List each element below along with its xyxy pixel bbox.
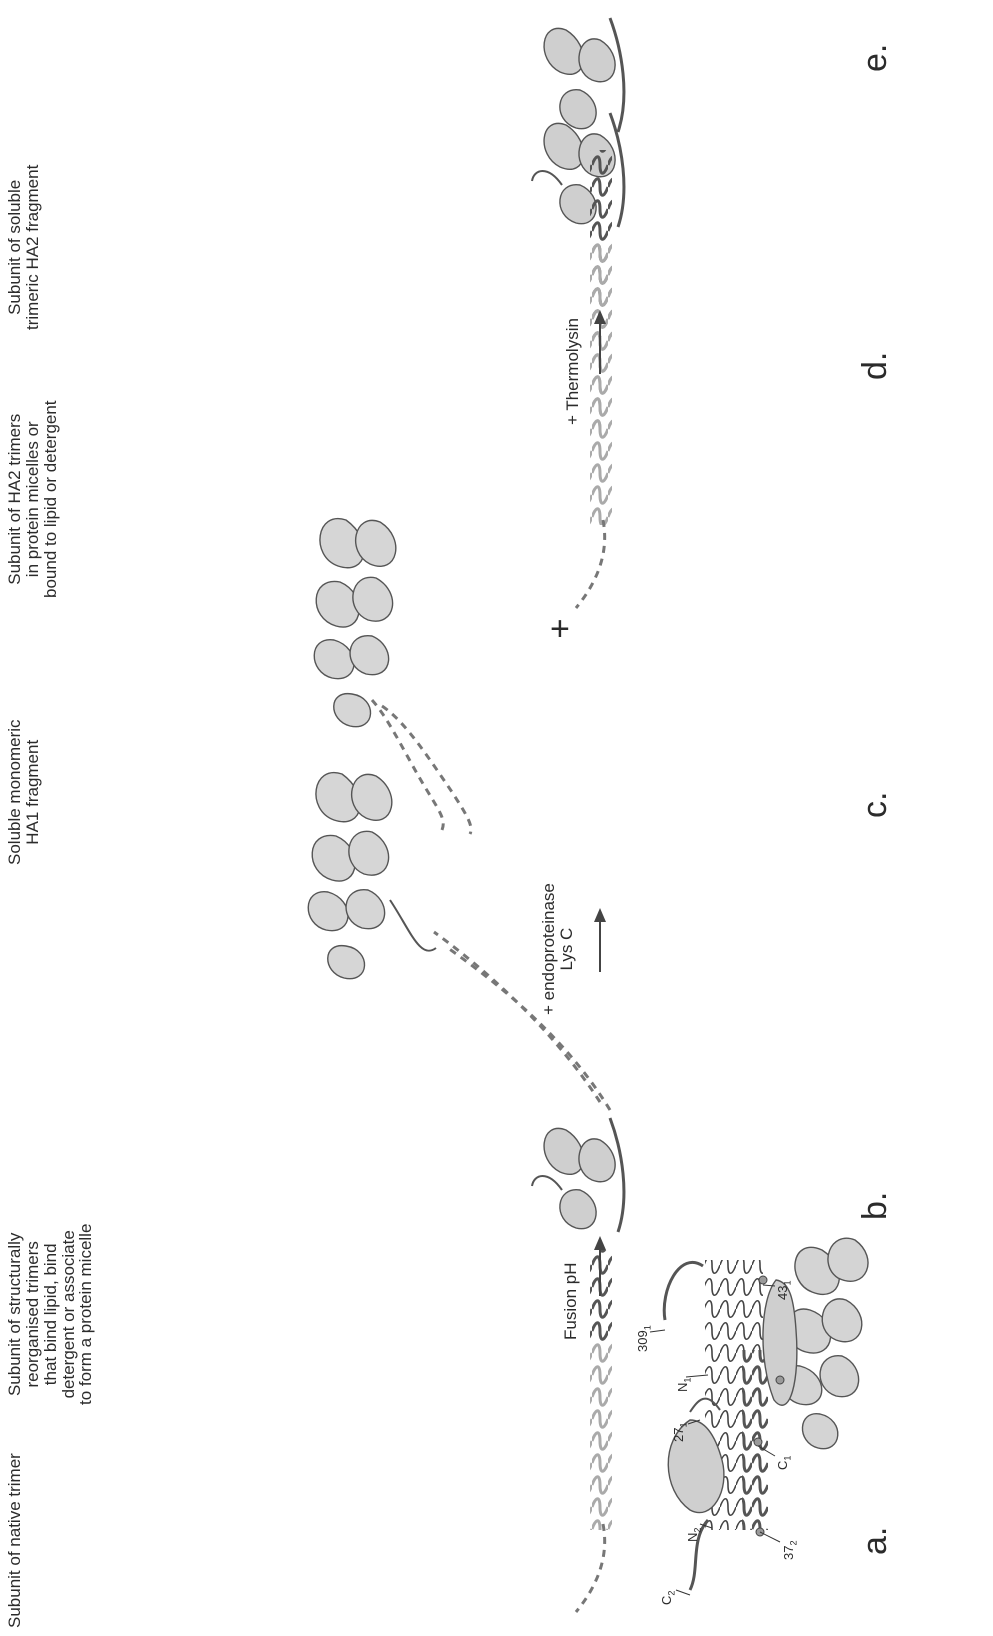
residue-n1-text: N bbox=[675, 1383, 690, 1392]
residue-n1: N1 bbox=[676, 1378, 693, 1392]
caption-b-line-4: detergent or associate bbox=[60, 1224, 78, 1405]
panel-e-label: e. bbox=[856, 44, 894, 72]
residue-43: 431 bbox=[776, 1280, 793, 1300]
panel-letter-d: d. bbox=[858, 352, 894, 380]
caption-b: Subunit of structurally reorganised trim… bbox=[6, 1224, 95, 1405]
residue-309-text: 309 bbox=[635, 1330, 650, 1352]
lys-c-label: Lys C bbox=[558, 883, 576, 1015]
residue-27-sub: 1 bbox=[679, 1422, 689, 1427]
caption-e: Subunit of soluble trimeric HA2 fragment bbox=[6, 165, 42, 330]
panel-letter-a: a. bbox=[858, 1527, 894, 1555]
caption-b-line-2: reorganised trimers bbox=[24, 1224, 42, 1405]
residue-n2-sub: 2 bbox=[693, 1528, 703, 1533]
caption-c-line-1: Soluble monomeric bbox=[6, 719, 24, 865]
residue-n2-text: N bbox=[685, 1533, 700, 1542]
residue-n2: N2 bbox=[686, 1528, 703, 1542]
caption-b-line-3: that bind lipid, bind bbox=[42, 1224, 60, 1405]
residue-43-sub: 1 bbox=[783, 1280, 793, 1285]
caption-b-line-5: to form a protein micelle bbox=[77, 1224, 95, 1405]
panel-a-label: a. bbox=[856, 1527, 894, 1555]
step-fusion: Fusion pH bbox=[562, 1263, 580, 1340]
residue-n1-sub: 1 bbox=[683, 1378, 693, 1383]
panel-letter-b: b. bbox=[858, 1192, 894, 1220]
residue-c1: C1 bbox=[776, 1456, 793, 1470]
caption-d-line-1: Subunit of HA2 trimers bbox=[6, 400, 24, 598]
thermolysin-label: + Thermolysin bbox=[563, 318, 582, 425]
residue-27: 271 bbox=[672, 1422, 689, 1442]
caption-d: Subunit of HA2 trimers in protein micell… bbox=[6, 400, 60, 598]
step-thermolysin: + Thermolysin bbox=[564, 318, 582, 425]
residue-37-text: 37 bbox=[781, 1546, 796, 1560]
residue-309: 3091 bbox=[636, 1325, 653, 1352]
panel-letter-e: e. bbox=[858, 44, 894, 72]
panel-letter-c: c. bbox=[858, 792, 894, 818]
fusion-ph-label: Fusion pH bbox=[561, 1263, 580, 1340]
endoproteinase-arrow bbox=[594, 908, 606, 972]
residue-37-sub: 2 bbox=[789, 1540, 799, 1545]
panel-c-label: c. bbox=[856, 792, 894, 818]
structure-b bbox=[308, 773, 624, 1612]
residue-c2-sub: 2 bbox=[667, 1591, 677, 1596]
caption-a-text: Subunit of native trimer bbox=[6, 1453, 24, 1628]
residue-c2-text: C bbox=[659, 1596, 674, 1605]
structure-a bbox=[650, 1238, 868, 1595]
caption-d-line-2: in protein micelles or bbox=[24, 400, 42, 598]
caption-e-line-1: Subunit of soluble bbox=[6, 165, 24, 330]
residue-c2: C2 bbox=[660, 1591, 677, 1605]
caption-c: Soluble monomeric HA1 fragment bbox=[6, 719, 42, 865]
residue-43-text: 43 bbox=[775, 1286, 790, 1300]
residue-37: 372 bbox=[782, 1540, 799, 1560]
residue-27-text: 27 bbox=[671, 1428, 686, 1442]
panel-d-label: d. bbox=[856, 352, 894, 380]
caption-c-line-2: HA1 fragment bbox=[24, 719, 42, 865]
step-endoproteinase: + endoproteinase Lys C bbox=[540, 883, 576, 1015]
plus-sign: + bbox=[550, 612, 570, 646]
endoproteinase-label: + endoproteinase bbox=[540, 883, 558, 1015]
residue-c1-sub: 1 bbox=[783, 1456, 793, 1461]
panel-b-label: b. bbox=[856, 1192, 894, 1220]
caption-b-line-1: Subunit of structurally bbox=[6, 1224, 24, 1405]
caption-a: Subunit of native trimer bbox=[6, 1453, 24, 1628]
residue-c1-text: C bbox=[775, 1461, 790, 1470]
caption-d-line-3: bound to lipid or detergent bbox=[42, 400, 60, 598]
residue-309-sub: 1 bbox=[643, 1325, 653, 1330]
caption-e-line-2: trimeric HA2 fragment bbox=[24, 165, 42, 330]
